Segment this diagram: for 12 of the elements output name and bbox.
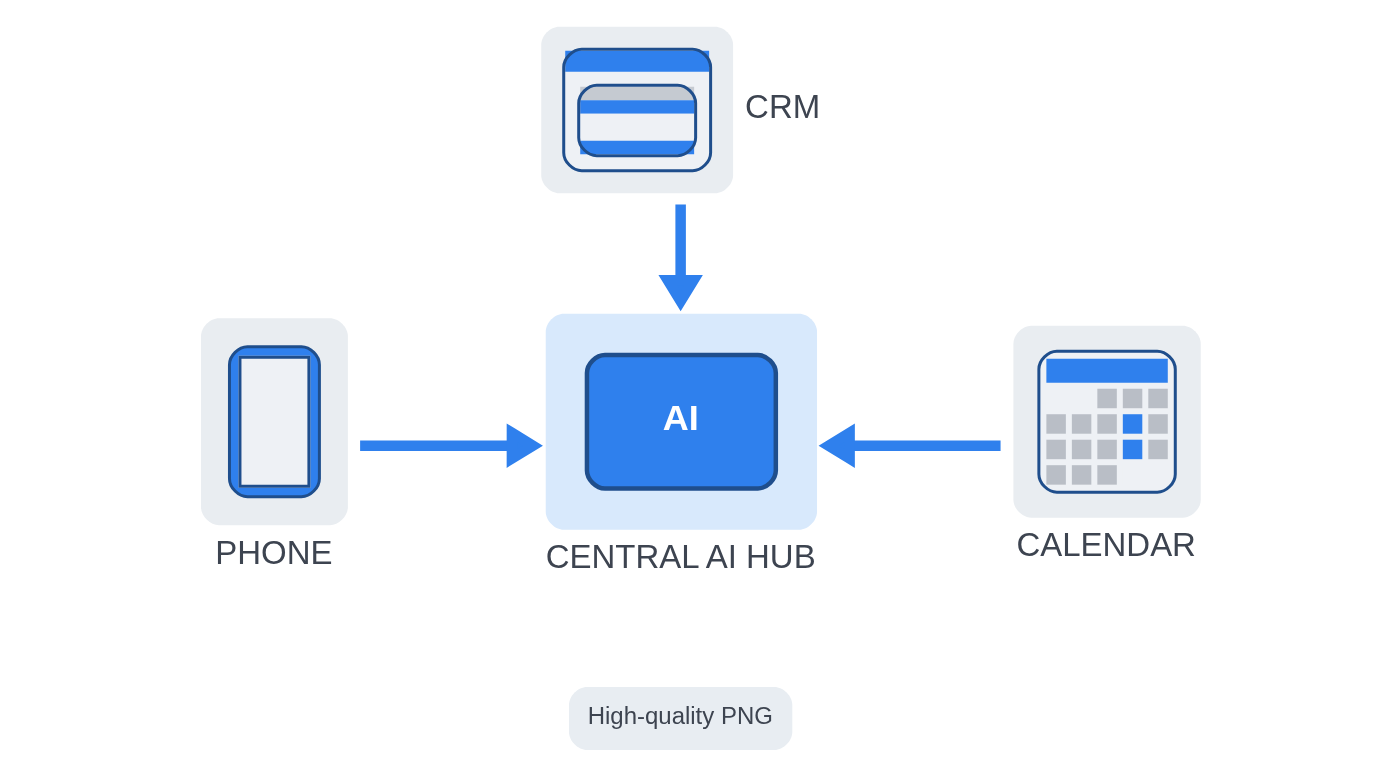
node-box	[200, 318, 348, 526]
node-label: CALENDAR	[1015, 526, 1196, 564]
node-box	[540, 26, 733, 194]
node-box	[1012, 325, 1201, 518]
arrow	[818, 423, 1001, 468]
arrow	[657, 204, 703, 312]
label: High-quality PNG	[587, 702, 773, 730]
node-box: AI	[545, 313, 817, 530]
node-label: PHONE	[214, 533, 332, 571]
arrow	[359, 423, 543, 468]
node-label: CRM	[744, 88, 820, 126]
node-label: CENTRAL AI HUB	[545, 538, 816, 576]
